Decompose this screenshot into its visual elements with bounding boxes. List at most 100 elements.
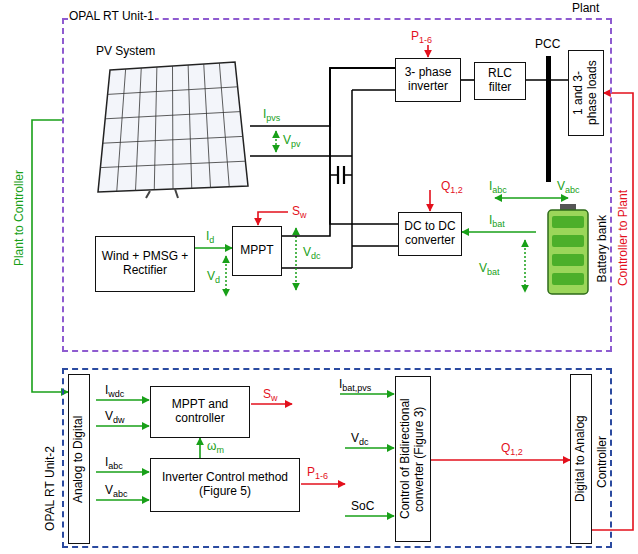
text-part: I <box>206 229 209 243</box>
measurement-arrow <box>275 131 277 152</box>
pv-panel <box>98 62 248 192</box>
connector <box>461 79 474 81</box>
controller-box: Inverter Control method (Figure 5) <box>150 458 300 512</box>
text-part: V <box>303 245 311 259</box>
text-part: 1-6 <box>315 471 328 481</box>
text-part: Q <box>441 179 450 193</box>
controller-box: MPPT and controller <box>150 386 250 438</box>
label-holder: Ibat <box>488 214 506 229</box>
text-part: d <box>209 235 214 245</box>
dc-bus-wire <box>282 267 352 269</box>
connector <box>431 459 570 461</box>
dc-bus-wire <box>352 89 395 91</box>
battery-symbol <box>552 235 584 247</box>
pcc-bar <box>546 56 551 182</box>
label-holder: Sw <box>291 205 308 220</box>
connector <box>462 231 536 233</box>
connector <box>195 247 232 249</box>
controller-box: Control of Bidirectional converter (Figu… <box>395 376 431 542</box>
text-part: wdc <box>108 389 124 399</box>
signal-name: Vdw <box>104 409 126 423</box>
text-part: w <box>300 210 307 220</box>
text-part: abc <box>113 489 128 499</box>
text-part: bat <box>487 267 500 277</box>
title-holder: Plant <box>572 2 599 16</box>
capacitor-symbol <box>330 174 352 176</box>
dc-bus-wire <box>250 155 352 157</box>
signal-name: Vabc <box>104 483 129 497</box>
text-part: Q <box>501 441 510 455</box>
signal-arrow <box>96 399 149 401</box>
text-part: P <box>307 465 315 479</box>
signal-name: Ibat,pvs <box>338 377 372 391</box>
text-part: dc <box>359 437 369 447</box>
label-holder: P1-6 <box>306 466 329 481</box>
connector <box>282 68 395 236</box>
pv-node: PV System <box>95 44 250 194</box>
pcc-bar <box>546 56 551 182</box>
text-part: pvs <box>266 113 280 123</box>
box-label: MPPT <box>240 244 273 258</box>
signal-name: Sw <box>291 204 308 218</box>
converter-box: DC to DC converter <box>398 212 462 256</box>
source-box: Wind + PMSG + Rectifier <box>95 236 195 292</box>
signal-arrow <box>96 198 568 516</box>
pv-panel <box>154 67 157 190</box>
signal-name: Vdc <box>302 245 322 259</box>
measurement-arrow <box>226 131 525 296</box>
text-part: 1,2 <box>510 447 523 457</box>
capacitor-symbol <box>330 166 352 184</box>
text-part: V <box>479 261 487 275</box>
text-part: abc <box>492 185 507 195</box>
connector <box>330 68 398 224</box>
signal-name: Q1,2 <box>440 179 464 193</box>
battery-symbol <box>548 204 588 294</box>
signal-arrow <box>96 471 149 473</box>
text-part: 1-6 <box>419 35 432 45</box>
signal-name: Vd <box>206 269 221 283</box>
label-holder: Q1,2 <box>440 180 464 195</box>
pv-panel <box>103 136 243 143</box>
text-part: V <box>105 409 113 423</box>
connector <box>250 68 395 126</box>
label-holder: Vdc <box>302 246 322 261</box>
label-holder: SoC <box>350 500 375 514</box>
adc-box: Analog to Digital <box>68 374 90 544</box>
text-part: V <box>283 133 291 147</box>
region-title: OPAL RT Unit-2 <box>44 446 58 531</box>
measurement-arrow <box>225 256 227 296</box>
box-label: 1 and 3-phase loads <box>572 56 600 130</box>
text-part: abc <box>565 185 580 195</box>
text-part: V <box>207 269 215 283</box>
pv-panel <box>105 112 240 119</box>
signal-name: Iwdc <box>104 383 125 397</box>
box-label: Inverter Control method (Figure 5) <box>155 471 295 499</box>
signal-name: Vabc <box>556 179 581 193</box>
pv-panel <box>204 64 211 188</box>
text-part: I <box>263 107 266 121</box>
text-part: I <box>105 455 108 469</box>
connector-label: Q1,2 <box>500 441 524 455</box>
label-holder: Plant to Controller <box>12 170 28 266</box>
box-label: 3- phase inverter <box>400 66 456 94</box>
capacitor-symbol <box>338 166 344 184</box>
label-holder: Vabc <box>104 484 129 499</box>
text-part: I <box>339 377 342 391</box>
text-part: w <box>271 393 278 403</box>
box-label: RLC filter <box>479 67 521 95</box>
text-part: m <box>216 445 224 455</box>
label-holder: Iwdc <box>104 384 125 399</box>
signal-name: P1-6 <box>306 465 329 479</box>
box-label: DC to DC converter <box>403 220 457 248</box>
text-part: V <box>105 483 113 497</box>
signal-name: SoC <box>350 499 375 513</box>
signal-arrow <box>495 197 568 199</box>
text-part: ω <box>207 439 216 453</box>
battery-symbol <box>552 254 584 266</box>
signal-arrow <box>258 212 288 225</box>
plant-region: OPAL RT Unit-1Plant3- phase inverterRLC … <box>62 18 612 352</box>
title-holder: OPAL RT Unit-1 <box>68 10 155 24</box>
text-part: P <box>411 29 419 43</box>
signal-name: Sw <box>262 387 279 401</box>
text-part: dw <box>113 415 125 425</box>
